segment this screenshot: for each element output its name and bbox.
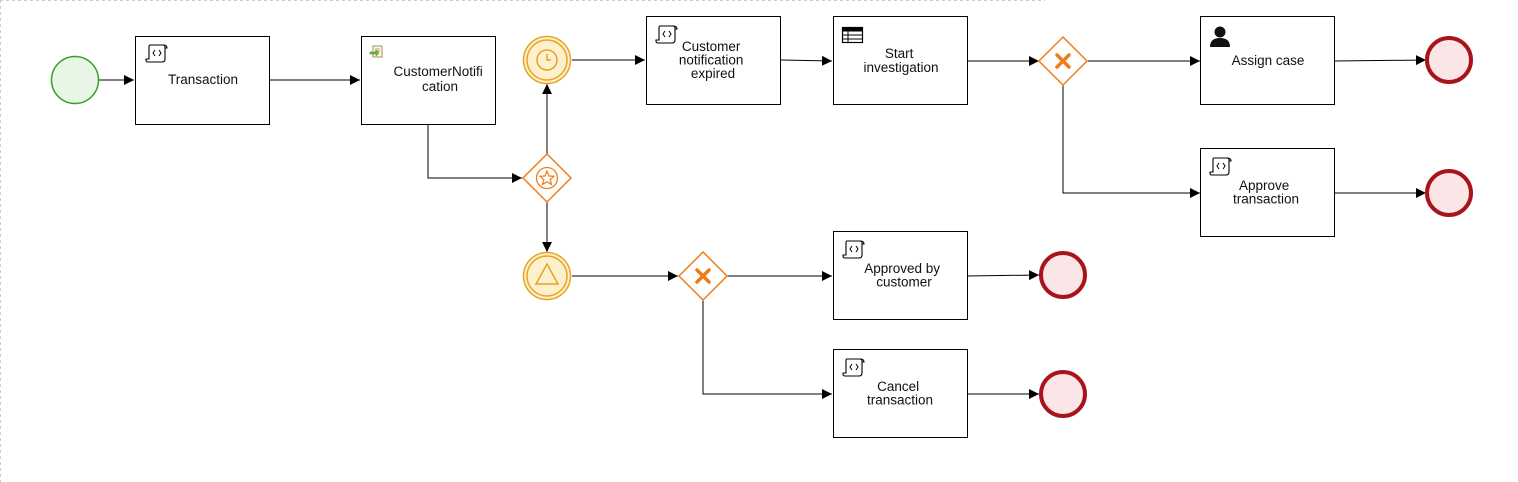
end-event-approved-by-customer[interactable] [1039, 251, 1087, 299]
end-event-assign-case[interactable] [1425, 36, 1473, 84]
task-approve-line-1: Approve [1239, 178, 1289, 193]
flow-gateway-to-cancel[interactable] [702, 300, 832, 399]
task-investigation-line-2: investigation [863, 60, 938, 75]
task-assign-case[interactable]: Assign case [1200, 16, 1335, 105]
svg-text:Cancel transaction: Cancel transaction [867, 379, 933, 408]
script-icon [1209, 157, 1232, 176]
task-start-investigation[interactable]: Start investigation [833, 16, 968, 105]
svg-text:Customer notification: Customer notification expired [679, 39, 747, 81]
script-icon [842, 240, 865, 259]
svg-text:Assign case: Assign case [1232, 53, 1305, 68]
end-event-cancel-transaction[interactable] [1039, 370, 1087, 418]
event-based-gateway-icon [538, 169, 556, 186]
timer-icon [536, 49, 558, 71]
flow-expired-to-investigation[interactable] [780, 55, 833, 66]
task-customer-notification-expired[interactable]: Customer notification expired [646, 16, 781, 105]
flow-notification-to-gateway[interactable] [427, 125, 522, 183]
task-customer-notification[interactable]: CustomerNotifi cation [361, 36, 496, 125]
flow-assign-to-end[interactable] [1334, 55, 1427, 66]
svg-text:Transaction: Transaction [168, 72, 238, 87]
task-customer-notification-line-1: CustomerNotifi [393, 64, 482, 79]
event-based-gateway[interactable] [521, 152, 573, 204]
user-icon [1210, 26, 1230, 47]
timer-intermediate-event[interactable] [522, 35, 572, 85]
task-transaction[interactable]: Transaction [135, 36, 270, 125]
exclusive-gateway-bottom[interactable] [677, 250, 729, 302]
task-approve-transaction[interactable]: Approve transaction [1200, 148, 1335, 237]
signal-icon [534, 262, 560, 285]
signal-intermediate-event[interactable] [522, 251, 572, 301]
task-expired-line-1: Customer [682, 39, 741, 54]
task-assign-case-label: Assign case [1232, 53, 1305, 68]
svg-text:Approve transaction: Approve transaction [1233, 178, 1299, 207]
task-approved-customer-line-2: customer [876, 275, 932, 290]
script-icon [655, 25, 678, 44]
task-approved-customer-line-1: Approved by [864, 261, 940, 276]
task-cancel-line-2: transaction [867, 393, 933, 408]
business-rule-icon [841, 26, 864, 44]
end-event-approve-transaction[interactable] [1425, 169, 1473, 217]
task-transaction-label: Transaction [168, 72, 238, 87]
flow-approved-customer-to-end[interactable] [966, 270, 1040, 281]
script-icon [842, 358, 865, 377]
task-customer-notification-line-2: cation [422, 79, 458, 94]
task-cancel-line-1: Cancel [877, 379, 919, 394]
start-event[interactable] [50, 55, 100, 105]
svg-text:Start investigation: Start investigation [863, 46, 938, 75]
task-expired-line-3: expired [691, 66, 735, 81]
svg-text:Approved by customer: Approved by customer [864, 261, 944, 290]
flow-gateway-to-approve[interactable] [1062, 85, 1200, 198]
task-expired-line-2: notification [679, 53, 744, 68]
task-approved-by-customer[interactable]: Approved by customer [833, 231, 968, 320]
script-icon [145, 44, 168, 63]
exclusive-gateway-top[interactable] [1037, 35, 1089, 87]
task-cancel-transaction[interactable]: Cancel transaction [833, 349, 968, 438]
exclusive-gateway-icon [1055, 53, 1071, 69]
sequence-flows [99, 55, 1427, 399]
exclusive-gateway-icon [695, 268, 711, 284]
send-task-icon [369, 45, 383, 58]
svg-text:CustomerNotifi cation: CustomerNotifi cation [393, 64, 486, 94]
task-investigation-line-1: Start [885, 46, 914, 61]
task-approve-line-2: transaction [1233, 192, 1299, 207]
